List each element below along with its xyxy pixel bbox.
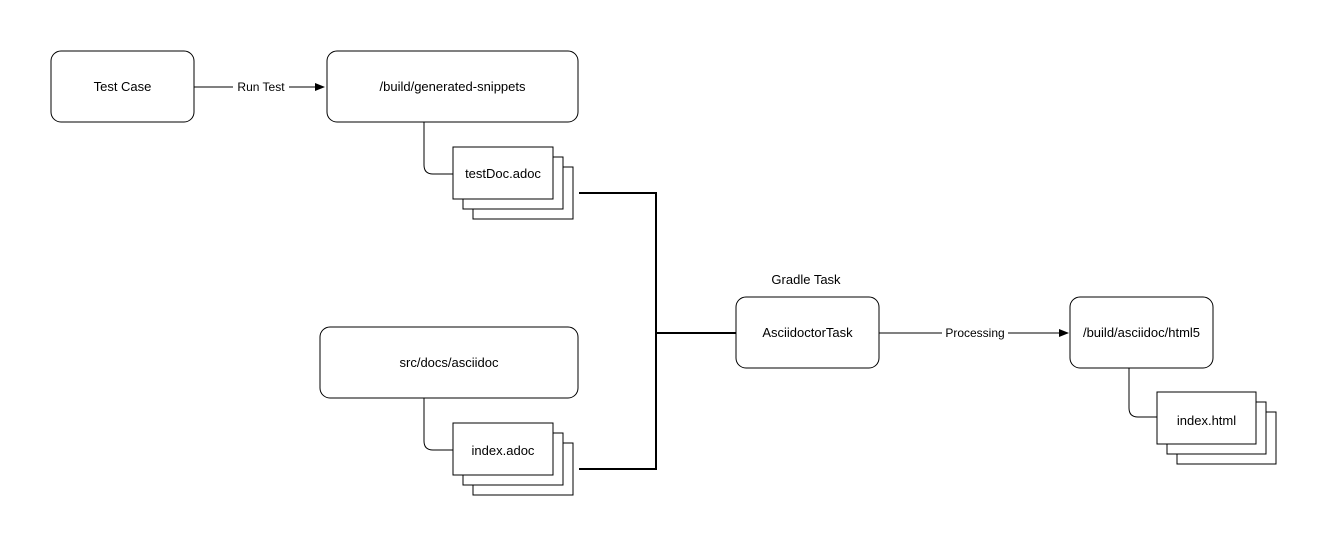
src-to-index-connector [423, 398, 453, 451]
run-test-label-bg [233, 79, 289, 94]
output-dir-label: /build/asciidoc/html5 [1083, 325, 1200, 340]
processing-label: Processing [945, 326, 1004, 340]
index-adoc-label: index.adoc [472, 443, 535, 458]
run-test-label: Run Test [237, 80, 285, 94]
testdoc-label: testDoc.adoc [465, 166, 541, 181]
testdoc-stack-front [452, 146, 554, 200]
generated-snippets-label: /build/generated-snippets [380, 79, 526, 94]
testdoc-adoc-node[interactable]: testDoc.adoc [452, 146, 574, 220]
output-dir-node[interactable]: /build/asciidoc/html5 [1069, 296, 1214, 369]
snippets-to-testdoc-connector [423, 122, 453, 175]
inputs-merge-bracket [579, 192, 657, 470]
index-adoc-node[interactable]: index.adoc [452, 422, 574, 496]
test-case-node[interactable]: Test Case [50, 50, 195, 123]
processing-label-bg [942, 325, 1008, 340]
index-html-label: index.html [1177, 413, 1236, 428]
asciidoctor-task-label: AsciidoctorTask [762, 325, 853, 340]
src-docs-node[interactable]: src/docs/asciidoc [319, 326, 579, 399]
index-adoc-stack-front [452, 422, 554, 476]
asciidoctor-task-node[interactable]: AsciidoctorTask [735, 296, 880, 369]
test-case-label: Test Case [94, 79, 152, 94]
index-html-node[interactable]: index.html [1156, 391, 1277, 465]
generated-snippets-node[interactable]: /build/generated-snippets [326, 50, 579, 123]
src-docs-label: src/docs/asciidoc [400, 355, 499, 370]
output-to-index-html-connector [1128, 368, 1157, 418]
index-html-stack-front [1156, 391, 1257, 445]
gradle-task-label: Gradle Task [771, 272, 841, 287]
